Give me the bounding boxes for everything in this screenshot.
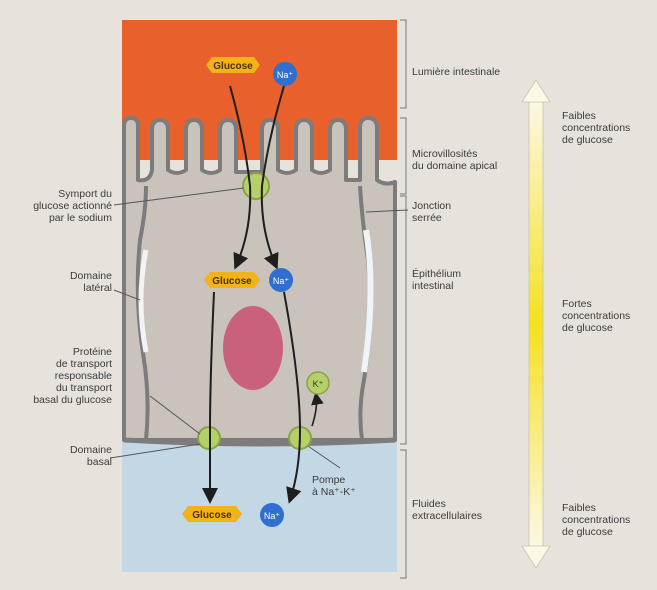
intestinal-epithelium-label: Épithélium intestinal [412,268,532,292]
gradient-bottom-label: Faibles concentrations de glucose [562,502,654,538]
epithelial-cell-body [124,118,395,440]
glucose-lumen-label: Glucose [213,61,253,72]
glucose-extracellular: Glucose [182,506,242,522]
microvilli-label: Microvillosités du domaine apical [412,148,532,172]
symport-label: Symport du glucose actionné par le sodiu… [8,188,112,224]
sodium-lumen: Na⁺ [273,62,297,86]
sodium-lumen-label: Na⁺ [277,70,294,80]
gradient-middle-label: Fortes concentrations de glucose [562,298,654,334]
sodium-glucose-symport [243,173,269,199]
potassium-cytoplasm: K⁺ [307,372,329,394]
sodium-cytoplasm-label: Na⁺ [273,276,290,286]
nucleus [223,306,283,390]
sodium-cytoplasm: Na⁺ [269,268,293,292]
sodium-extracellular-label: Na⁺ [264,511,281,521]
extracellular-fluids-label: Fluides extracellulaires [412,498,532,522]
pump-label: Pompe à Na⁺-K⁺ [312,474,402,498]
gradient-top-label: Faibles concentrations de glucose [562,110,654,146]
glucose-cytoplasm-label: Glucose [212,276,252,287]
potassium-label: K⁺ [313,379,324,389]
extracellular-fluid-region [122,440,397,572]
intestinal-lumen-label: Lumière intestinale [412,66,532,78]
glucose-cytoplasm: Glucose [204,272,260,288]
tight-junction-label: Jonction serrée [412,200,532,224]
glucose-extracellular-label: Glucose [192,510,232,521]
basal-transport-protein-label: Protéine de transport responsable du tra… [8,346,112,406]
sodium-extracellular: Na⁺ [260,503,284,527]
glucose-lumen: Glucose [206,57,260,73]
basal-domain-label: Domaine basal [8,444,112,468]
lateral-domain-label: Domaine latéral [8,270,112,294]
